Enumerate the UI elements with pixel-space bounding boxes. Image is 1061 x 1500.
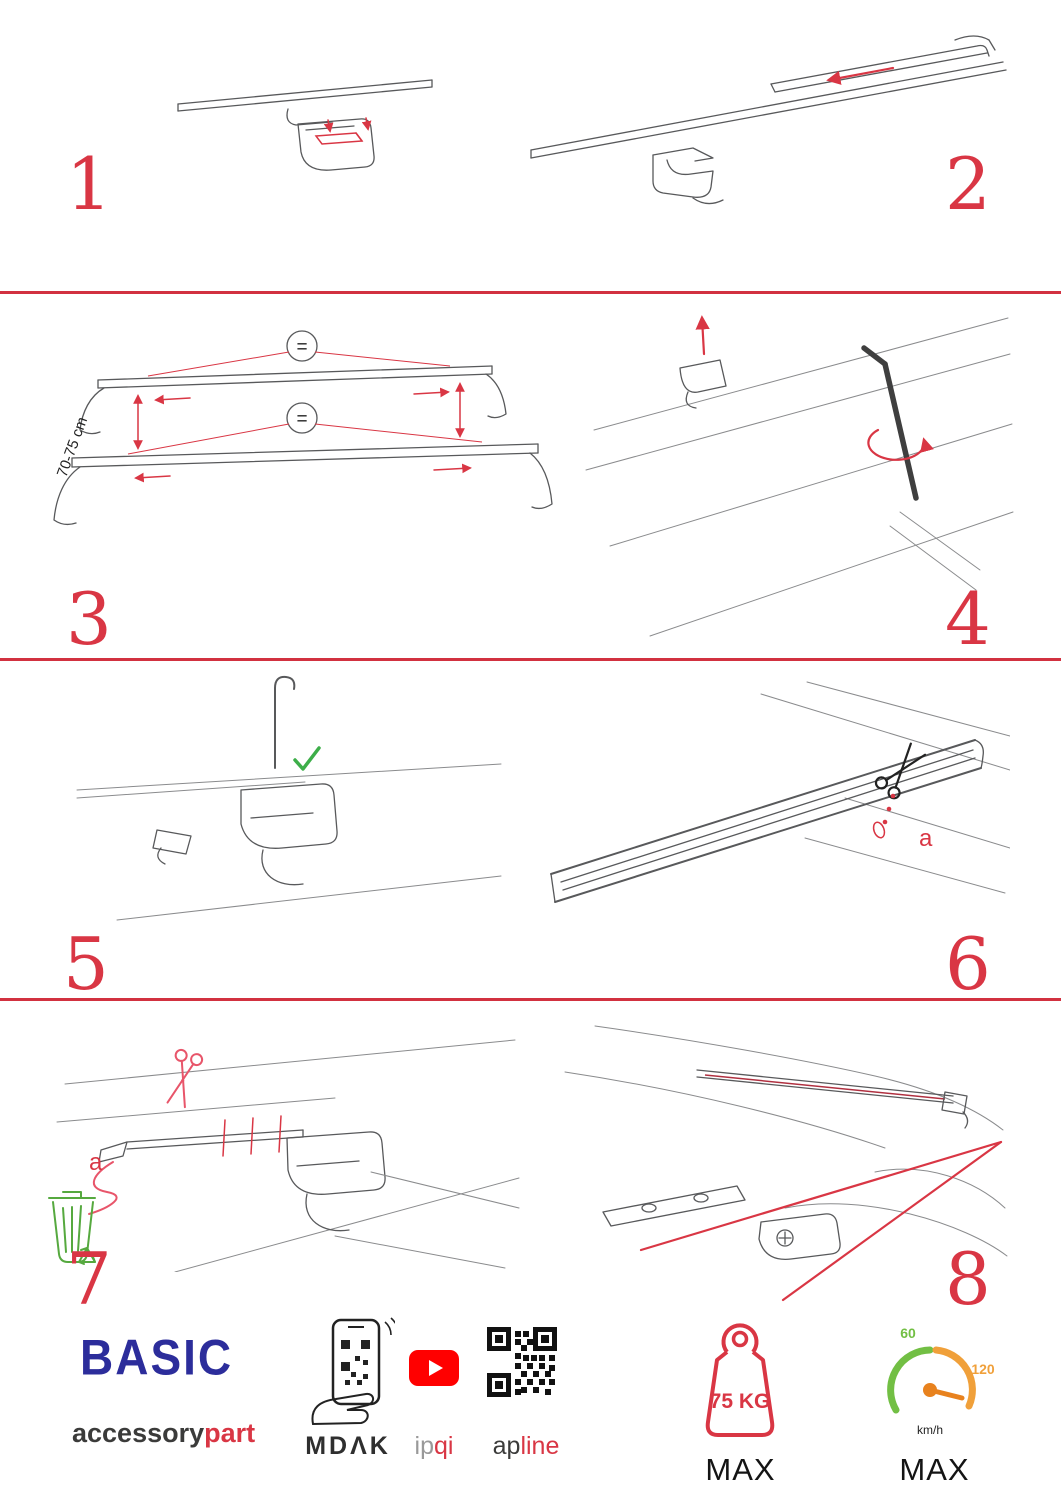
step-8-illustration (564, 1025, 1008, 1302)
hex-key-icon (861, 345, 919, 501)
step-3-number: 3 (66, 577, 112, 661)
speed-max-label: MAX (899, 1452, 970, 1487)
step-6-label-a: a (919, 825, 933, 852)
check-icon (293, 746, 321, 771)
speedometer-icon: 60 120 km/h (887, 1325, 995, 1437)
logo-ipqi-gray: ip (414, 1432, 434, 1460)
section-divider-2 (0, 658, 1061, 661)
alignment-line (639, 1140, 1003, 1252)
speed-low-label: 60 (900, 1325, 916, 1341)
step-1-illustration (177, 79, 433, 171)
logo-ipqi-red: qi (434, 1432, 454, 1460)
alignment-line (781, 1140, 1003, 1302)
brand-sub-dark: accessory (72, 1418, 205, 1448)
qr-code-icon (487, 1327, 557, 1397)
phone-qr-pattern (341, 1340, 370, 1385)
logo-apline-dark: ap (492, 1432, 521, 1460)
speed-high-label: 120 (971, 1361, 995, 1377)
step-6-illustration: a (550, 681, 1010, 903)
brand-title: BASIC (80, 1329, 234, 1386)
youtube-icon (409, 1350, 459, 1386)
trash-bin-icon (48, 1191, 96, 1263)
logo-mdak: MDΛK (305, 1432, 391, 1460)
phone-qr-scan-icon (311, 1317, 395, 1426)
cut-dot (886, 806, 892, 812)
max-weight-icon: 75 KG (705, 1323, 775, 1437)
step-2-illustration (530, 35, 1007, 205)
cut-strip-squiggle (88, 1161, 118, 1215)
step-1-number: 1 (66, 142, 112, 226)
scissors-icon (166, 1048, 204, 1109)
hand-icon (311, 1392, 374, 1426)
brand-sub-red: part (204, 1418, 256, 1448)
step-7-label-a: a (89, 1149, 103, 1176)
recycle-icon (78, 1247, 96, 1265)
step-4-illustration (585, 315, 1014, 637)
step-7-number: 7 (66, 1237, 112, 1321)
qr-pattern (487, 1327, 557, 1397)
step-6-number: 6 (945, 922, 991, 1006)
cut-dot (890, 793, 896, 799)
equal-mark-2: = (296, 409, 307, 430)
section-divider-3 (0, 998, 1061, 1001)
step-8-number: 8 (945, 1237, 991, 1321)
rubber-pad-highlight (314, 117, 372, 145)
weight-value: 75 KG (710, 1390, 771, 1413)
weight-max-label: MAX (705, 1452, 776, 1487)
section-divider-1 (0, 291, 1061, 294)
speed-unit-label: km/h (917, 1423, 943, 1437)
scissors-icon (874, 742, 927, 800)
step-7-illustration: a (48, 1039, 520, 1272)
step-5-illustration (76, 675, 502, 921)
cut-dot (882, 819, 888, 825)
step-4-number: 4 (945, 577, 991, 661)
bar-distance-label: 70-75 cm (54, 415, 91, 480)
logo-ipqi: ipqi (402, 1432, 466, 1461)
brand-subtitle: accessorypart (72, 1418, 255, 1449)
equal-mark-1: = (296, 337, 307, 358)
rubber-end-highlight (872, 821, 886, 839)
step-5-number: 5 (63, 922, 109, 1006)
logo-apline: apline (483, 1432, 569, 1461)
step-2-number: 2 (945, 142, 991, 226)
step-3-illustration: = = 70-75 cm (53, 330, 553, 526)
logo-apline-red: line (520, 1432, 560, 1460)
